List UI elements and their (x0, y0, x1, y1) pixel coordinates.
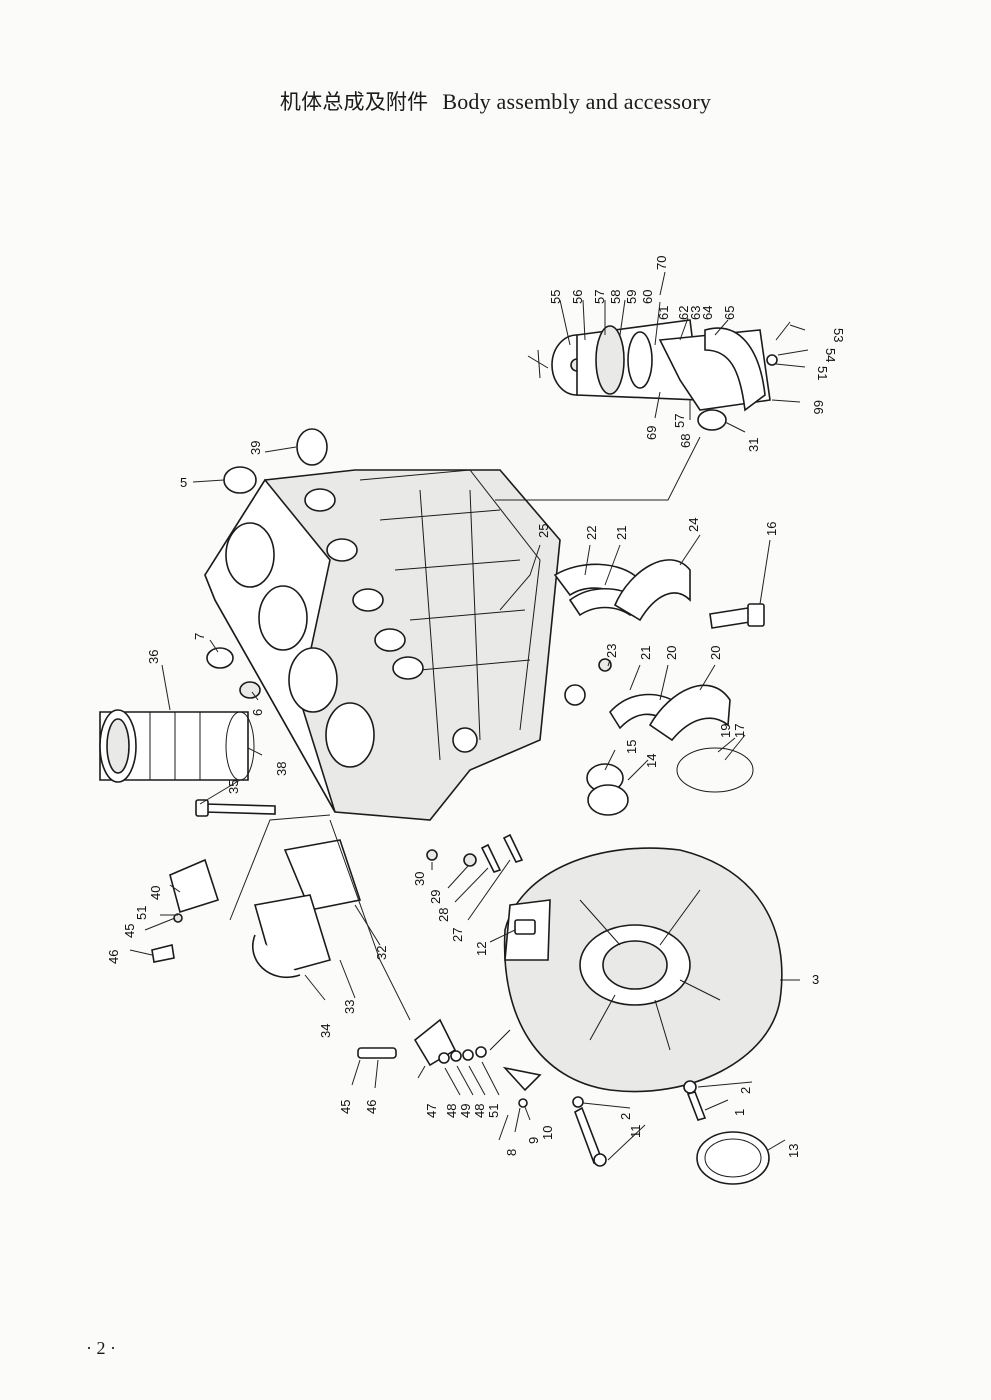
callout-35: 46 (106, 950, 121, 964)
callout-68: 68 (678, 434, 693, 448)
water-pump-assembly (527, 319, 791, 431)
callout-30: 32 (374, 946, 389, 960)
callout-47: 47 (424, 1104, 439, 1118)
callout-50: 51 (486, 1104, 501, 1118)
callout-34: 45 (122, 924, 137, 938)
page-title: 机体总成及附件 Body assembly and accessory (0, 86, 991, 116)
callout-labels: 5 39 7 6 36 38 35 25 22 21 24 16 23 21 2… (106, 256, 846, 1158)
callout-20b: 20 (664, 646, 679, 660)
mounting-brackets (151, 839, 362, 978)
callout-59: 59 (624, 290, 639, 304)
callout-4: 5 (180, 475, 187, 490)
title-english: Body assembly and accessory (442, 89, 712, 114)
callout-7: 8 (504, 1149, 519, 1156)
leader-lines (129, 271, 809, 1161)
callout-21: 22 (584, 526, 599, 540)
callout-33: 40 (148, 886, 163, 900)
callout-38: 36 (146, 650, 161, 664)
callout-14: 15 (624, 740, 639, 754)
main-bearing-caps (553, 559, 754, 816)
callout-53: 53 (831, 328, 846, 342)
callout-57b: 57 (672, 414, 687, 428)
callout-40: 39 (248, 441, 263, 455)
callout-61: 61 (656, 306, 671, 320)
callout-12: 13 (786, 1144, 801, 1158)
callout-11: 12 (474, 942, 489, 956)
callout-26: 28 (436, 908, 451, 922)
bolt-36 (195, 799, 276, 817)
callout-19: 20 (708, 646, 723, 660)
callout-27: 29 (428, 890, 443, 904)
callout-58: 58 (608, 290, 623, 304)
callout-24: 25 (536, 524, 551, 538)
callout-2b: 2 (618, 1113, 633, 1120)
engine-block (204, 469, 586, 821)
callout-21b: 21 (638, 646, 653, 660)
callout-9: 10 (540, 1126, 555, 1140)
callout-29: 31 (746, 438, 761, 452)
callout-60: 60 (640, 290, 655, 304)
callout-5: 6 (250, 709, 265, 716)
callout-70: 70 (654, 256, 669, 270)
callout-25: 27 (450, 928, 465, 942)
callout-39: 38 (274, 762, 289, 776)
callout-49: 49 (458, 1104, 473, 1118)
callout-62: 62 (676, 306, 691, 320)
callout-17: 16 (764, 522, 779, 536)
callout-55: 55 (548, 290, 563, 304)
callout-28: 30 (412, 872, 427, 886)
callout-32: 34 (318, 1024, 333, 1038)
callout-22: 23 (604, 644, 619, 658)
small-hardware (357, 833, 770, 1185)
seal-rings-top (206, 428, 328, 699)
callout-31: 33 (342, 1000, 357, 1014)
callout-48: 48 (472, 1104, 487, 1118)
callout-56: 56 (570, 290, 585, 304)
title-chinese: 机体总成及附件 (279, 90, 429, 114)
callout-63: 63 (688, 306, 703, 320)
callout-8: 9 (526, 1137, 541, 1144)
callout-13: 14 (644, 754, 659, 768)
bolt-17 (709, 603, 765, 629)
callout-69: 69 (644, 426, 659, 440)
callout-36: 35 (226, 780, 241, 794)
callout-45: 45 (338, 1100, 353, 1114)
callout-65: 65 (722, 306, 737, 320)
cylinder-liner (99, 709, 255, 783)
callout-1: 1 (732, 1109, 747, 1116)
callout-16: 19 (718, 724, 733, 738)
callout-51b: 51 (815, 366, 830, 380)
callout-54: 54 (823, 348, 838, 362)
callout-48b: 48 (444, 1104, 459, 1118)
callout-15: 17 (732, 724, 747, 738)
flywheel-housing (503, 847, 783, 1093)
page-number: · 2 · (86, 1338, 116, 1358)
callout-51: 51 (134, 906, 149, 920)
callout-2: 2 (738, 1087, 753, 1094)
callout-10: 11 (628, 1125, 643, 1139)
callout-3: 3 (812, 972, 819, 987)
callout-64: 64 (700, 306, 715, 320)
callout-6: 7 (192, 633, 207, 640)
callout-23: 24 (686, 518, 701, 532)
callout-46: 46 (364, 1100, 379, 1114)
callout-57: 57 (592, 290, 607, 304)
callout-20: 21 (614, 526, 629, 540)
callout-66: 66 (811, 400, 826, 414)
